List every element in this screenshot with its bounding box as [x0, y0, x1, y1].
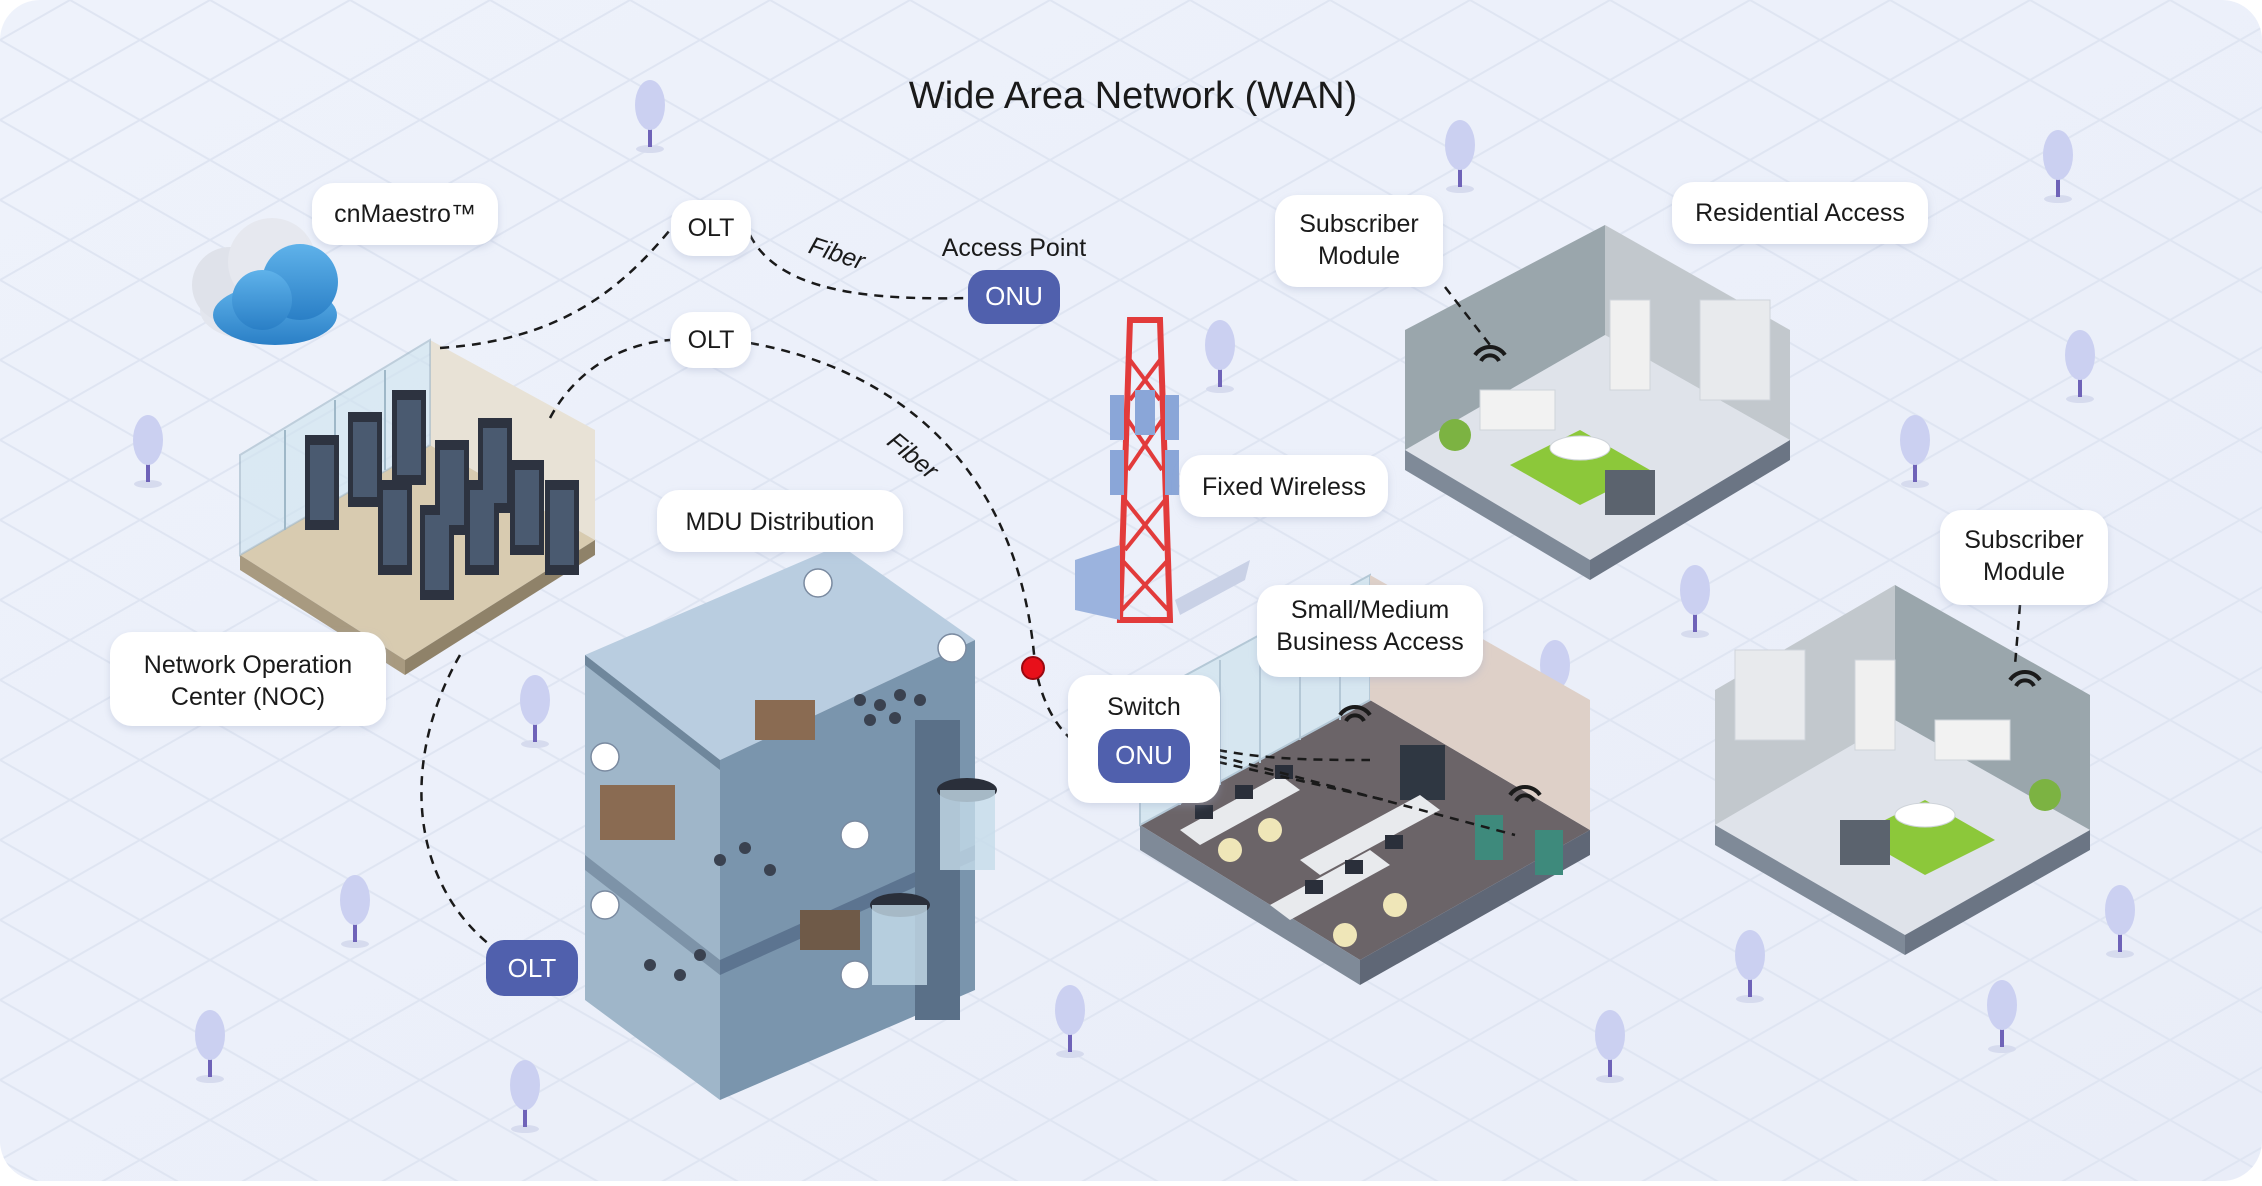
sub-module-top-line1: Subscriber: [1299, 210, 1419, 238]
tree-icon: [2105, 885, 2135, 958]
link-onu-office-3: [1217, 760, 1386, 802]
noc-label-line2: Center (NOC): [171, 683, 325, 711]
switch-label: Switch: [1107, 693, 1181, 721]
tree-icon: [635, 80, 665, 153]
mdu-building: [585, 545, 997, 1100]
tree-icon: [1055, 985, 1085, 1058]
sub-module-right-line2: Module: [1983, 558, 2065, 586]
page-title: Wide Area Network (WAN): [909, 75, 1357, 117]
tree-icon: [1205, 320, 1235, 393]
link-noc-olt-bottom: [420, 654, 491, 946]
link-noc-olt-top: [439, 229, 671, 350]
residential-room-top: [1405, 225, 1790, 580]
tree-icon: [2065, 330, 2095, 403]
onu-access-label: ONU: [985, 281, 1043, 311]
label-olt-mid: OLT: [671, 312, 751, 368]
cloud-icon: [192, 218, 338, 345]
link-submodule-top: [1444, 286, 1491, 346]
mdu-distribution-label: MDU Distribution: [686, 508, 875, 536]
tree-icon: [1987, 980, 2017, 1053]
link-onu-office-2: [1217, 754, 1516, 837]
decorative-trees: [133, 80, 2135, 1133]
wifi-icon: [1338, 345, 2042, 803]
label-mdu: MDU Distribution: [657, 490, 903, 552]
label-switch: Switch ONU: [1068, 675, 1220, 803]
label-olt-top: OLT: [671, 200, 751, 256]
tree-icon: [510, 1060, 540, 1133]
label-fixed-wireless: Fixed Wireless: [1180, 455, 1388, 517]
sub-module-right-line1: Subscriber: [1964, 526, 2084, 554]
label-subscriber-module-top: Subscriber Module: [1275, 195, 1443, 287]
noc-server-room: [239, 338, 595, 675]
fiber-junction-dot: [1021, 656, 1045, 680]
tree-icon: [133, 415, 163, 488]
label-residential: Residential Access: [1672, 182, 1928, 244]
access-point-label: Access Point: [942, 234, 1087, 262]
onu-access-pill: ONU: [968, 270, 1060, 324]
link-submodule-right: [2013, 604, 2022, 666]
tree-icon: [520, 675, 550, 748]
olt-bottom-label: OLT: [508, 953, 557, 983]
label-cnmaestro: cnMaestro™: [312, 183, 498, 245]
link-onu-office-1: [1217, 748, 1371, 762]
fiber-connections: [420, 229, 2022, 946]
smb-label-line1: Small/Medium: [1291, 596, 1449, 624]
fixed-wireless-label: Fixed Wireless: [1202, 473, 1366, 501]
tree-icon: [1595, 1010, 1625, 1083]
olt-top-label: OLT: [688, 214, 735, 242]
label-smb: Small/Medium Business Access: [1257, 585, 1483, 677]
onu-switch-label: ONU: [1115, 740, 1173, 770]
tree-icon: [1735, 930, 1765, 1003]
link-noc-olt-mid: [548, 338, 671, 419]
label-noc: Network Operation Center (NOC): [110, 632, 386, 726]
tree-icon: [340, 875, 370, 948]
tree-icon: [1445, 120, 1475, 193]
residential-access-label: Residential Access: [1695, 199, 1905, 227]
tree-icon: [1680, 565, 1710, 638]
sub-module-top-line2: Module: [1318, 242, 1400, 270]
label-subscriber-module-right: Subscriber Module: [1940, 510, 2108, 605]
noc-label-line1: Network Operation: [144, 651, 352, 679]
cnmaestro-label: cnMaestro™: [334, 200, 476, 228]
olt-mid-label: OLT: [688, 326, 735, 354]
smb-label-line2: Business Access: [1276, 628, 1464, 656]
tree-icon: [2043, 130, 2073, 203]
fixed-wireless-tower-icon: [1075, 317, 1250, 623]
residential-room-right: [1715, 585, 2090, 955]
olt-bottom-pill: OLT: [486, 940, 578, 996]
tree-icon: [195, 1010, 225, 1083]
tree-icon: [1900, 415, 1930, 488]
